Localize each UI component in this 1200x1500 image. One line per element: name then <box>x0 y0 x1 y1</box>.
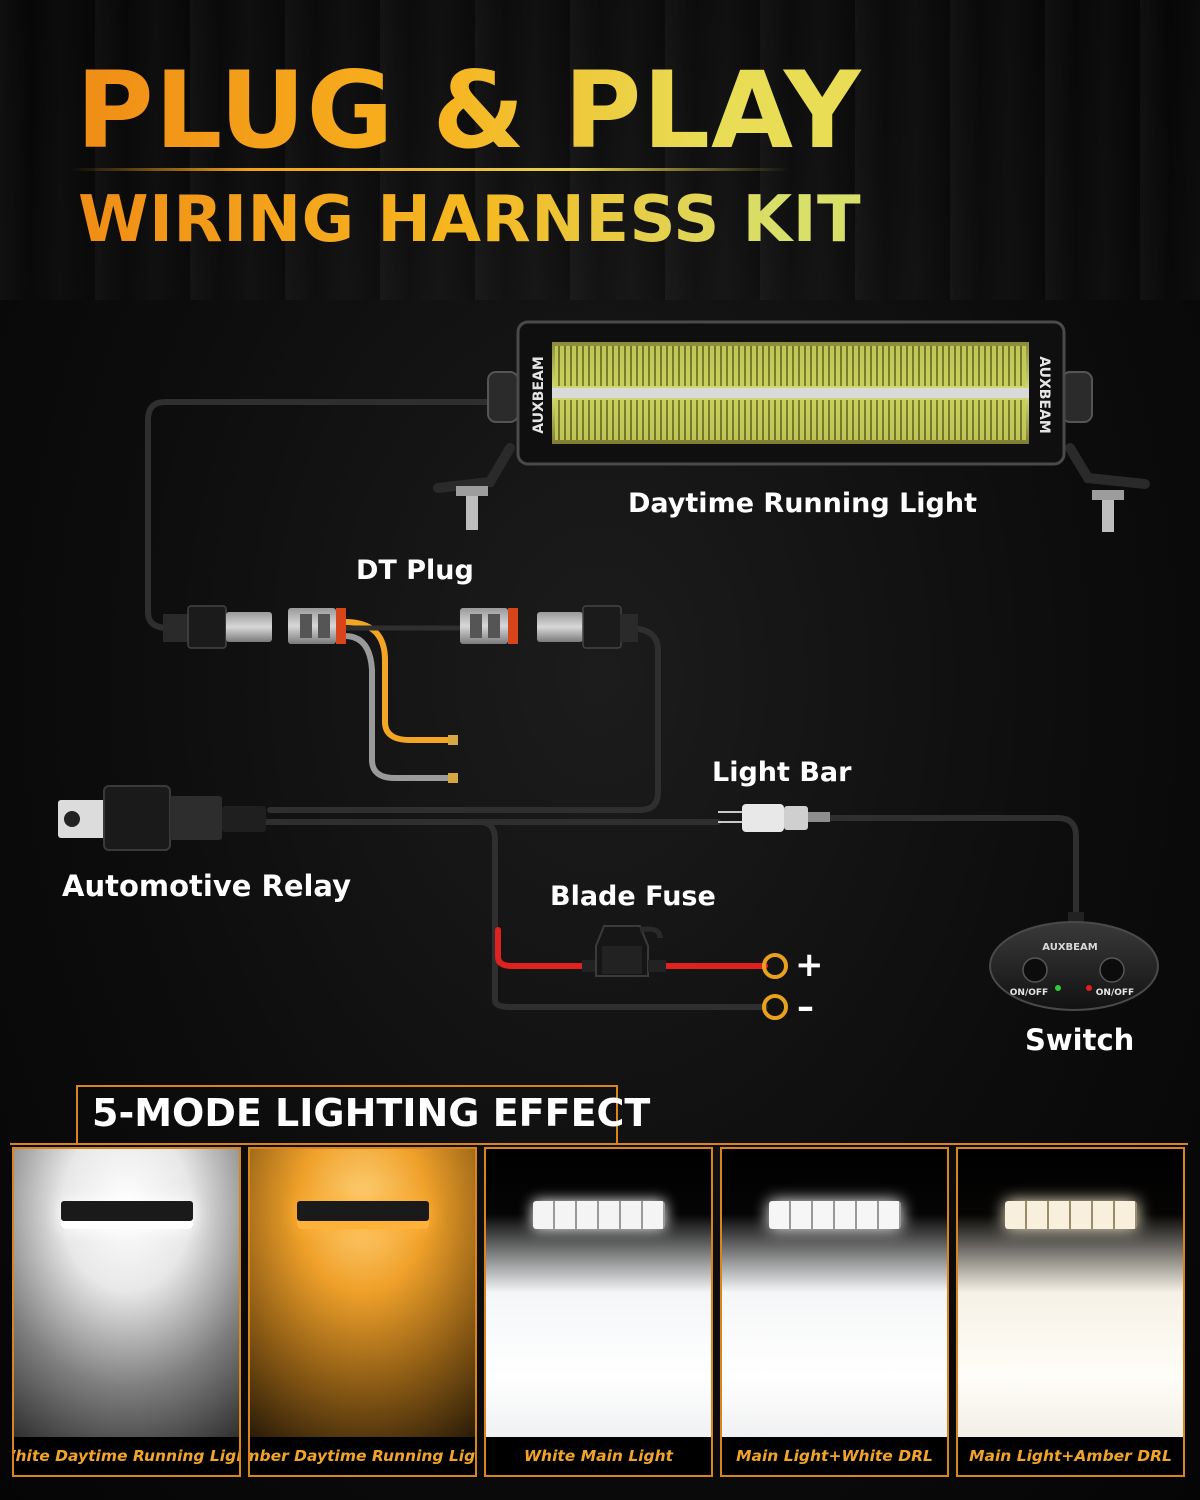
terminal-negative-ring <box>762 994 788 1020</box>
label-blade-fuse: Blade Fuse <box>550 881 716 912</box>
switch-button-right <box>1099 957 1125 983</box>
wire-grey-tail <box>342 633 458 781</box>
automotive-relay <box>58 785 266 851</box>
mount-nut-right <box>1092 490 1124 500</box>
wire-dt-to-relay <box>267 625 661 813</box>
light-bar-connector <box>718 804 830 832</box>
switch-brand: AUXBEAM <box>1042 942 1097 953</box>
mode-panel-white-drl: White Daytime Running Light <box>12 1147 241 1477</box>
light-bar-thumbnail <box>768 1201 901 1229</box>
dt-plug-right-pair <box>460 605 638 649</box>
wire-relay-to-lightbar-connector <box>262 819 768 1010</box>
light-bar-brand-right: AUXBEAM <box>1036 356 1052 434</box>
switch-led-red <box>1086 985 1092 991</box>
dt-plug-left-pair <box>163 605 346 649</box>
label-light-bar: Light Bar <box>712 757 852 788</box>
mode-panel-main-amber-drl: Main Light+Amber DRL <box>956 1147 1185 1477</box>
switch-label-left: ON/OFF <box>1010 988 1048 998</box>
mount-bolt-right <box>1102 500 1114 532</box>
mount-nut-left <box>456 486 488 496</box>
mode-panel-amber-drl: Amber Daytime Running Light <box>248 1147 477 1477</box>
wires <box>145 399 1079 1010</box>
mode-caption: White Main Light <box>486 1437 711 1475</box>
light-bar-thumbnail <box>60 1201 193 1229</box>
light-bar-thumbnail <box>1004 1201 1137 1229</box>
terminal-negative-symbol: – <box>797 987 814 1027</box>
wiring-diagram: AUXBEAM AUXBEAM <box>58 320 1159 1020</box>
switch-label-right: ON/OFF <box>1096 988 1134 998</box>
switch-button-left <box>1022 957 1048 983</box>
label-automotive-relay: Automotive Relay <box>62 869 352 903</box>
terminal-positive-symbol: + <box>795 945 824 985</box>
led-light-bar: AUXBEAM AUXBEAM <box>433 320 1150 532</box>
blade-fuse <box>582 925 666 977</box>
light-bar-brand-left: AUXBEAM <box>531 356 547 434</box>
wire-positive-red <box>495 927 768 969</box>
light-bar-thumbnail <box>296 1201 429 1229</box>
switch-led-green <box>1055 985 1061 991</box>
mode-caption: Main Light+Amber DRL <box>958 1437 1183 1475</box>
mode-caption: Main Light+White DRL <box>722 1437 947 1475</box>
mode-panel-main-white-drl: Main Light+White DRL <box>720 1147 949 1477</box>
mount-bolt-left <box>466 496 478 530</box>
mode-caption: White Daytime Running Light <box>14 1437 239 1475</box>
terminal-positive-ring <box>762 953 788 979</box>
modes-divider <box>10 1143 1188 1145</box>
modes-title: 5-MODE LIGHTING EFFECT <box>92 1091 651 1135</box>
rocker-switch: AUXBEAM ON/OFF ON/OFF <box>989 912 1159 1011</box>
label-daytime-running-light: Daytime Running Light <box>628 488 977 519</box>
light-bar-thumbnail <box>532 1201 665 1229</box>
label-dt-plug: DT Plug <box>356 555 474 586</box>
wire-lightbar-to-dt-plug <box>145 399 503 631</box>
mode-panel-white-main: White Main Light <box>484 1147 713 1477</box>
page-title: PLUG & PLAY <box>76 49 862 172</box>
mode-caption: Amber Daytime Running Light <box>250 1437 475 1475</box>
wire-connector-to-switch <box>827 815 1079 918</box>
label-switch: Switch <box>1025 1023 1135 1057</box>
title-divider <box>70 168 790 171</box>
modes-title-frame <box>76 1085 618 1145</box>
page-subtitle: WIRING HARNESS KIT <box>78 183 862 257</box>
